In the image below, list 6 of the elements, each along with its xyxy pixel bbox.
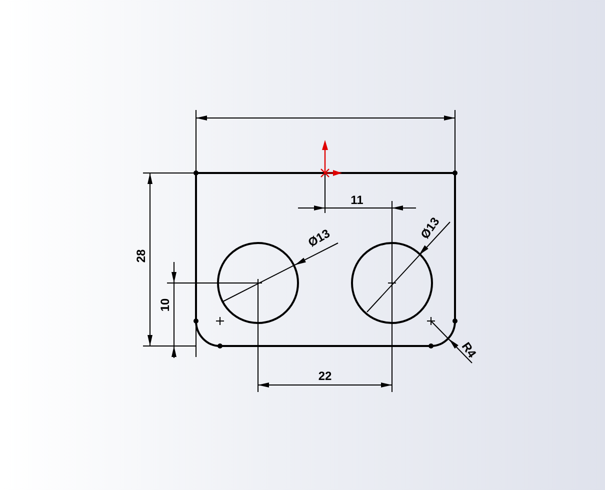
dimension-label: R4 xyxy=(460,340,478,360)
dimension-label: 28 xyxy=(135,249,147,263)
dimension-label: 10 xyxy=(159,298,171,312)
dimension-label: 11 xyxy=(350,194,364,206)
dimension-label: 22 xyxy=(318,370,332,382)
dimension-label: Ø13 xyxy=(306,227,332,249)
